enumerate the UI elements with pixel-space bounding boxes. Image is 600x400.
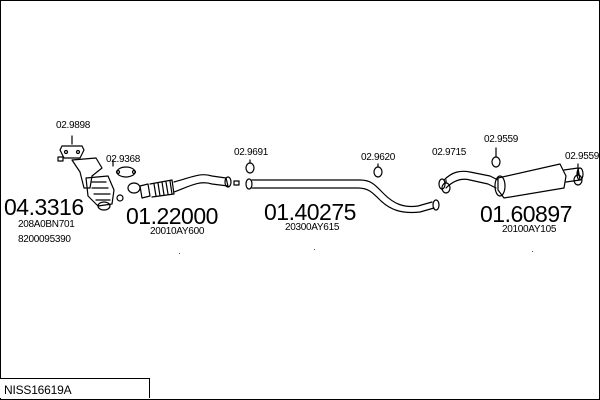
rear-silencer-icon (438, 163, 584, 199)
part-ref-label: 02.9559 (565, 151, 600, 162)
gasket-9715-icon (441, 179, 451, 194)
clamp-icon (233, 180, 240, 186)
part-ref-label: 02.9898 (56, 120, 91, 131)
dot-marker (314, 249, 315, 250)
group-number: 01.22000 (126, 203, 218, 229)
oem-code: 20300AY615 (285, 222, 340, 233)
oem-code: 208A0BN701 (18, 219, 75, 230)
model-id-box: NISS16619A (0, 378, 150, 398)
group-number: 01.60897 (480, 201, 572, 227)
group-number: 04.3316 (4, 194, 84, 220)
hanger-9620-icon (373, 163, 383, 178)
group-number: 01.40275 (264, 199, 356, 225)
part-ref-label: 02.9368 (106, 154, 141, 165)
oem-code: 20100AY105 (502, 224, 557, 235)
dot-marker (179, 253, 180, 254)
nut-icon (57, 156, 64, 162)
front-pipe-icon (139, 174, 232, 199)
part-ref-label: 02.9715 (432, 147, 467, 158)
hanger-9691-icon (245, 159, 255, 174)
dot-marker (532, 251, 533, 252)
part-ref-label: 02.9559 (484, 134, 519, 145)
part-ref-label: 02.9691 (234, 147, 269, 158)
part-ref-label: 02.9620 (361, 152, 396, 163)
hanger-9559-a-icon (491, 147, 501, 168)
hanger-9559-b-icon (573, 163, 583, 186)
gasket-9368-icon (112, 159, 137, 178)
middle-pipe-icon (245, 178, 440, 214)
gasket-ring-icon (127, 182, 141, 194)
oem-code: 8200095390 (18, 234, 71, 245)
gasket-9898-icon (59, 135, 85, 159)
catalytic-converter-icon (71, 157, 124, 211)
oem-code: 20010AY600 (150, 226, 205, 237)
model-id: NISS16619A (4, 383, 72, 397)
